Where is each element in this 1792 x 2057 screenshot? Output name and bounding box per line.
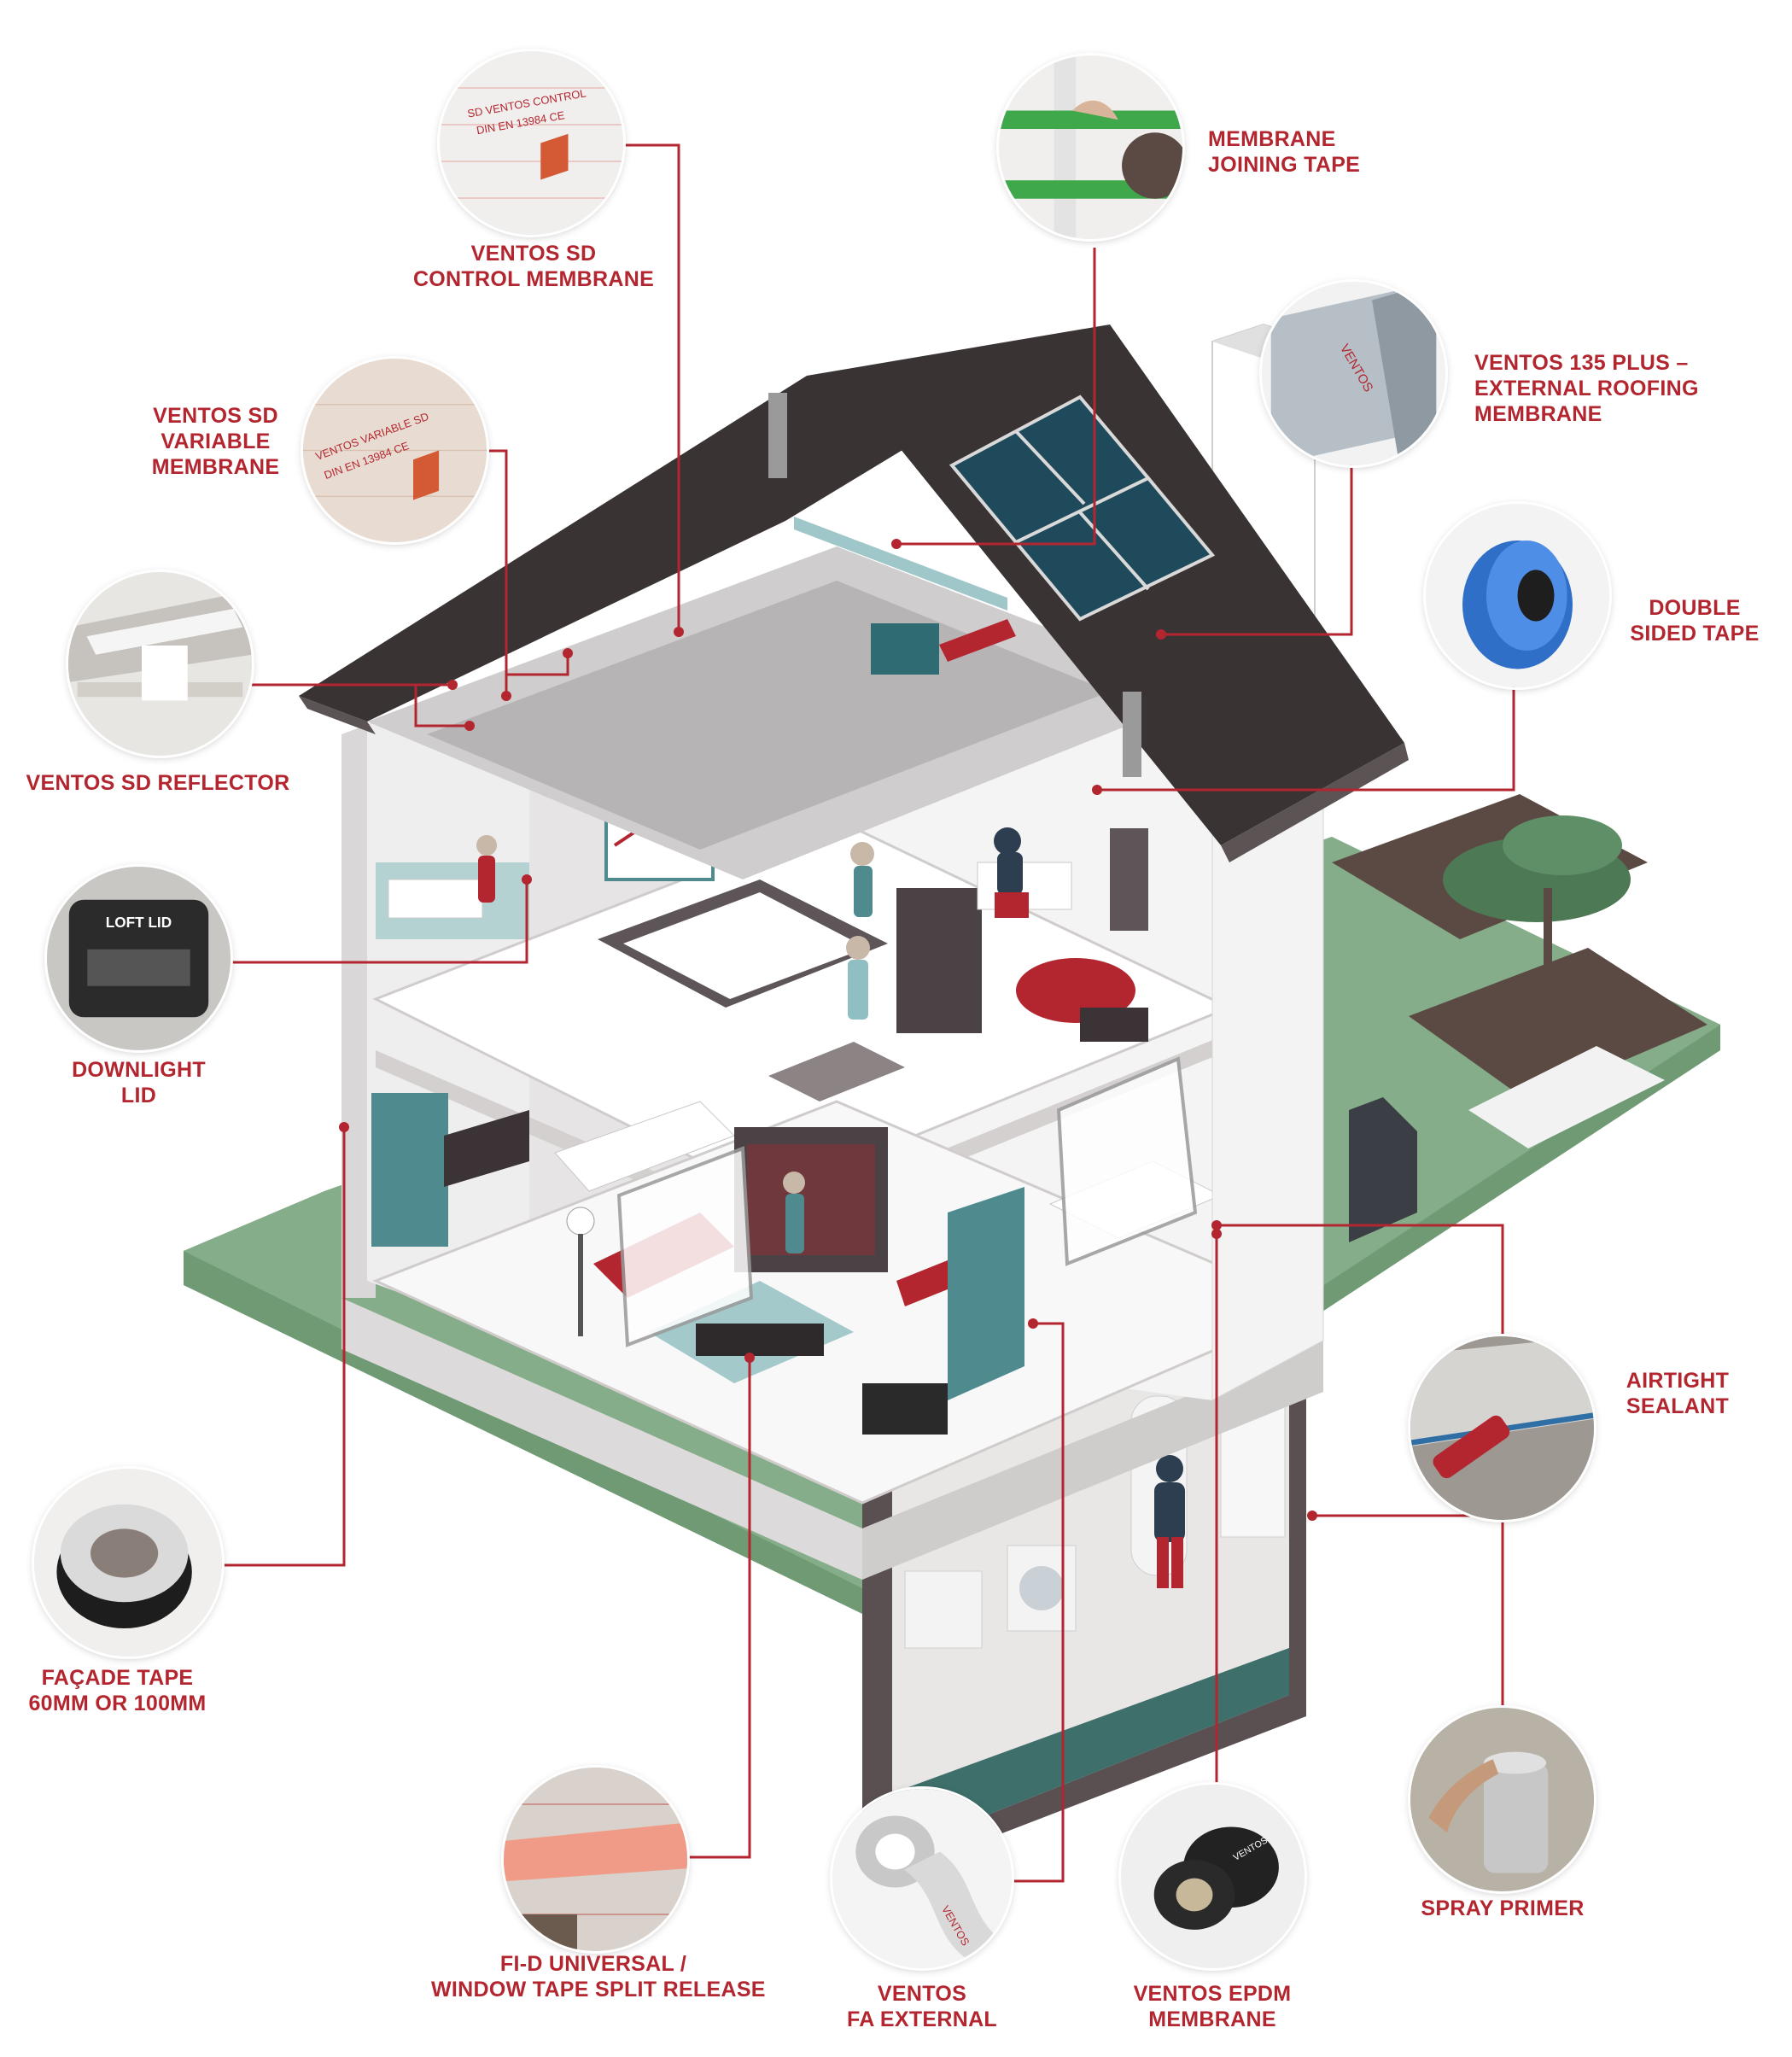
facade-tape-photo <box>34 1469 222 1657</box>
label-sd-control: VENTOS SD CONTROL MEMBRANE <box>410 241 657 292</box>
label-fa-external: VENTOS FA EXTERNAL <box>837 1981 1007 2032</box>
sd-reflector-photo <box>68 572 252 756</box>
leader-downlight <box>231 879 528 964</box>
label-membrane-joining-tape: MEMBRANE JOINING TAPE <box>1208 126 1404 178</box>
sd-variable-photo: VENTOS VARIABLE SD DIN EN 13984 CE <box>303 359 487 542</box>
spray-primer-photo <box>1410 1708 1594 1891</box>
label-fa-external-line-2: FA EXTERNAL <box>847 2007 997 2031</box>
leader-facade <box>222 1127 346 1567</box>
label-airtight-sealant-line-1: AIRTIGHT <box>1626 1369 1730 1393</box>
label-epdm-membrane-line-2: MEMBRANE <box>1148 2007 1276 2031</box>
label-sd-control-line-1: VENTOS SD <box>470 242 597 266</box>
label-spray-primer: SPRAY PRIMER <box>1409 1896 1596 1921</box>
downlight-lid-photo-text: LOFT LID <box>106 914 172 931</box>
label-sd-variable-line-2: VARIABLE <box>161 430 271 453</box>
label-epdm-membrane: VENTOS EPDM MEMBRANE <box>1118 1981 1306 2032</box>
leader-double-sided <box>1097 683 1515 792</box>
label-epdm-membrane-line-1: VENTOS EPDM <box>1133 1982 1292 2006</box>
label-sd-reflector: VENTOS SD REFLECTOR <box>26 770 290 796</box>
leader-dots <box>339 539 1317 1521</box>
fi-d-universal-photo <box>504 1768 687 1951</box>
label-spray-primer-line-1: SPRAY PRIMER <box>1421 1896 1585 1920</box>
label-membrane-joining-tape-line-1: MEMBRANE <box>1208 127 1336 151</box>
label-sd-variable-line-3: MEMBRANE <box>151 455 280 479</box>
label-ventos-135-plus-line-3: MEMBRANE <box>1474 402 1602 426</box>
ground-floor-rooms <box>371 1056 1223 1435</box>
label-sd-control-line-2: CONTROL MEMBRANE <box>412 267 655 291</box>
leader-sd-control <box>623 143 680 632</box>
airtight-sealant-photo <box>1410 1336 1594 1520</box>
leader-fa <box>1012 1322 1065 1883</box>
leader-primer <box>1312 1514 1504 1708</box>
label-facade-tape: FAÇADE TAPE 60MM OR 100MM <box>13 1665 222 1716</box>
label-downlight-lid: DOWNLIGHT LID <box>60 1057 218 1108</box>
label-sd-reflector-line-1: VENTOS SD REFLECTOR <box>26 771 290 795</box>
label-fi-d-universal-line-2: WINDOW TAPE SPLIT RELEASE <box>431 1978 766 2001</box>
attic <box>367 517 1212 879</box>
label-fi-d-universal-line-1: FI-D UNIVERSAL / <box>499 1952 687 1976</box>
ventos-135-plus-photo: VENTOS <box>1262 282 1445 465</box>
house-floor <box>341 1298 1323 1580</box>
label-fa-external-line-1: VENTOS <box>877 1982 967 2006</box>
label-airtight-sealant: AIRTIGHT SEALANT <box>1605 1368 1750 1419</box>
leader-joining <box>896 248 1096 546</box>
double-sided-tape-photo <box>1426 504 1609 687</box>
leader-135 <box>1161 457 1353 636</box>
membrane-joining-tape-photo <box>999 56 1182 239</box>
label-sd-variable-line-1: VENTOS SD <box>153 404 278 428</box>
label-ventos-135-plus: VENTOS 135 PLUS – EXTERNAL ROOFING MEMBR… <box>1474 350 1731 427</box>
label-membrane-joining-tape-line-2: JOINING TAPE <box>1208 153 1361 177</box>
label-downlight-lid-line-1: DOWNLIGHT <box>72 1058 206 1082</box>
label-downlight-lid-line-2: LID <box>120 1084 157 1107</box>
label-ventos-135-plus-line-2: EXTERNAL ROOFING <box>1474 377 1699 400</box>
label-ventos-135-plus-line-1: VENTOS 135 PLUS – <box>1474 351 1689 375</box>
leader-sd-reflector <box>252 683 470 728</box>
leader-fid <box>687 1358 751 1859</box>
epdm-membrane-photo: VENTOS <box>1121 1785 1305 1968</box>
label-facade-tape-line-2: 60MM OR 100MM <box>28 1692 207 1715</box>
label-double-sided-tape: DOUBLE SIDED TAPE <box>1622 595 1767 646</box>
downlight-lid-photo: LOFT LID <box>47 867 231 1050</box>
fa-external-photo: VENTOS <box>832 1789 1012 1968</box>
sd-control-photo: SD VENTOS CONTROL DIN EN 13984 CE <box>440 51 623 235</box>
label-fi-d-universal: FI-D UNIVERSAL / WINDOW TAPE SPLIT RELEA… <box>431 1951 766 2002</box>
label-airtight-sealant-line-2: SEALANT <box>1626 1394 1730 1418</box>
label-facade-tape-line-1: FAÇADE TAPE <box>41 1666 194 1690</box>
leader-sd-variable-b <box>506 653 569 676</box>
solar-panels <box>949 394 1216 622</box>
label-double-sided-tape-line-2: SIDED TAPE <box>1630 622 1760 646</box>
label-double-sided-tape-line-1: DOUBLE <box>1649 596 1741 620</box>
label-sd-variable: VENTOS SD VARIABLE MEMBRANE <box>137 403 295 480</box>
garden <box>1332 794 1707 1242</box>
